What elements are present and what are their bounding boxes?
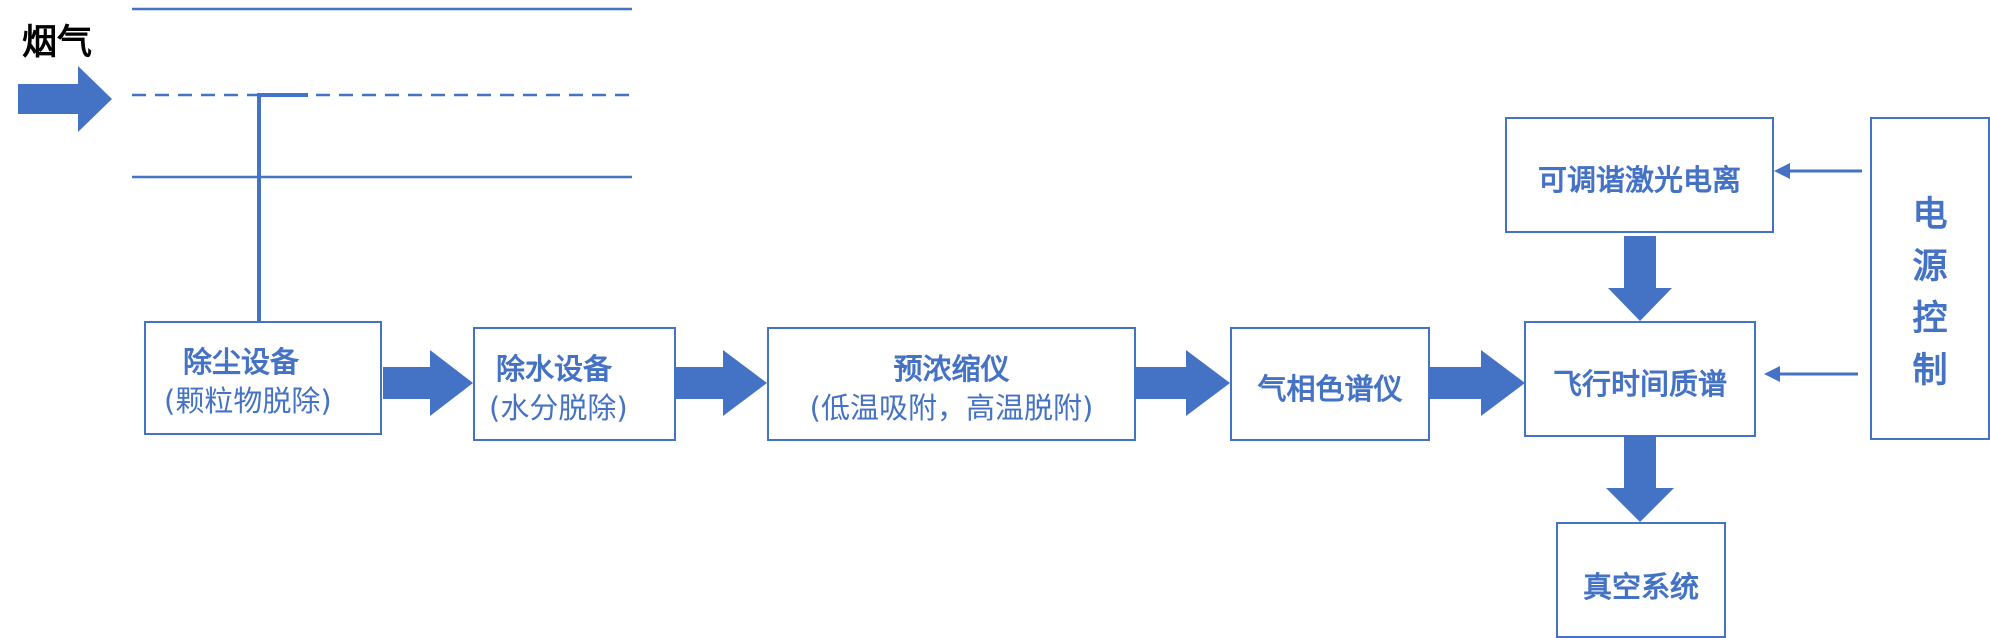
- water-removal-box: 除水设备 (水分脱除): [473, 327, 676, 441]
- sampling-probe-line: [257, 93, 308, 322]
- laser-ionization-box: 可调谐激光电离: [1505, 117, 1774, 233]
- water-removal-title: 除水设备: [496, 352, 613, 386]
- dust-removal-title: 除尘设备: [183, 345, 300, 379]
- arrow-power-to-tofms-head: [1764, 366, 1780, 382]
- arrow-preconcentrator-to-gc: [1136, 350, 1230, 416]
- dust-removal-subtitle: (颗粒物脱除): [164, 384, 332, 418]
- arrow-dust-to-water: [383, 350, 473, 416]
- arrow-gc-to-tofms: [1430, 350, 1525, 416]
- tof-ms-box: 飞行时间质谱: [1524, 321, 1756, 437]
- arrow-power-to-laser-head: [1774, 163, 1790, 179]
- preconcentrator-box: 预浓缩仪 (低温吸附，高温脱附): [767, 327, 1136, 441]
- power-control-box: 电 源 控 制: [1870, 117, 1990, 440]
- arrow-laser-to-tofms: [1608, 236, 1672, 321]
- preconcentrator-title: 预浓缩仪: [893, 352, 1010, 386]
- power-control-char-4: 制: [1912, 351, 1948, 391]
- flue-gas-inlet-arrow: [18, 66, 112, 132]
- water-removal-subtitle: (水分脱除): [489, 391, 628, 425]
- gas-chromatograph-title: 气相色谱仪: [1257, 372, 1403, 406]
- laser-ionization-title: 可调谐激光电离: [1537, 163, 1741, 197]
- vacuum-system-box: 真空系统: [1556, 522, 1726, 638]
- power-control-char-1: 电: [1912, 195, 1948, 235]
- flue-gas-label: 烟气: [22, 23, 93, 63]
- arrow-water-to-preconcentrator: [676, 350, 767, 416]
- dust-removal-box: 除尘设备 (颗粒物脱除): [144, 321, 382, 435]
- arrow-tofms-to-vacuum: [1606, 437, 1674, 522]
- tof-ms-title: 飞行时间质谱: [1552, 367, 1727, 401]
- power-control-char-3: 控: [1912, 299, 1948, 339]
- vacuum-system-title: 真空系统: [1582, 570, 1699, 604]
- gas-chromatograph-box: 气相色谱仪: [1230, 327, 1430, 441]
- power-control-char-2: 源: [1912, 247, 1948, 287]
- preconcentrator-subtitle: (低温吸附，高温脱附): [809, 391, 1094, 425]
